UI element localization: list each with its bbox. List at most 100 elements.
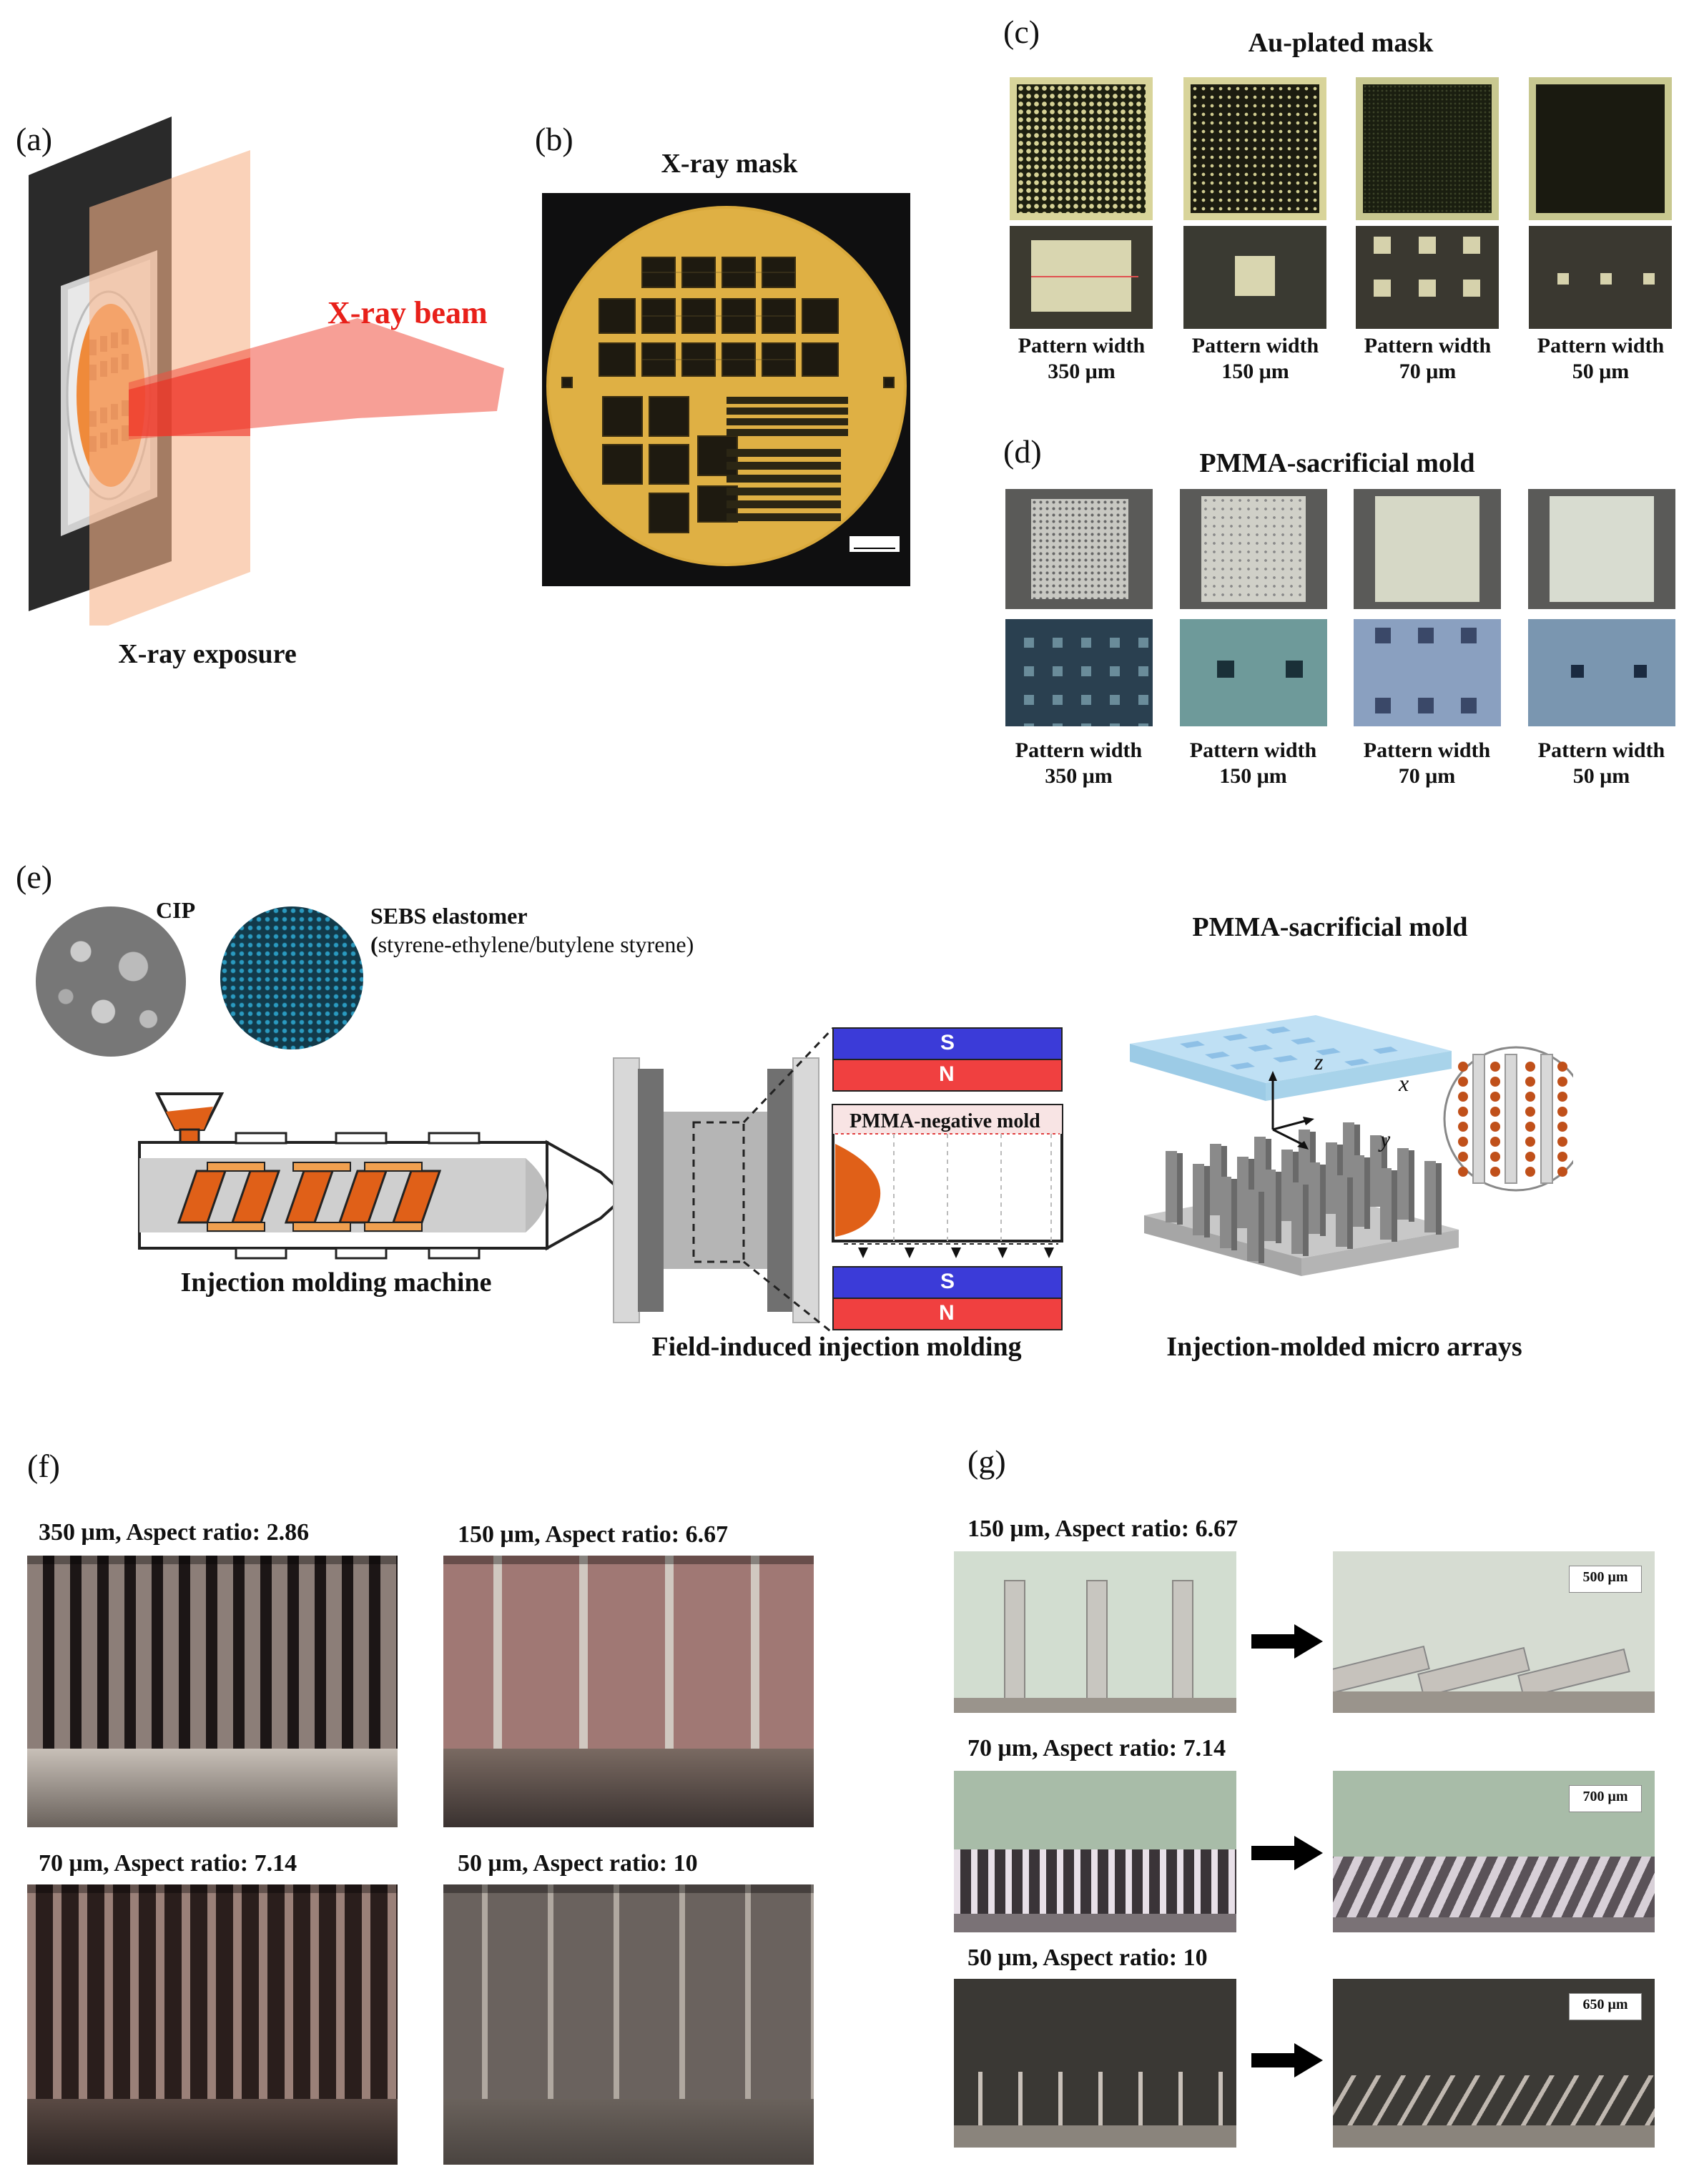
micro-pillar (1309, 1162, 1320, 1234)
cip-bead (1557, 1092, 1567, 1102)
cip-bead (1458, 1062, 1468, 1072)
micro-pillar-side (1436, 1163, 1442, 1235)
au-mask-detail-50 (1529, 226, 1672, 329)
au-mask-detail-70 (1356, 226, 1499, 329)
panel-b-label: (b) (535, 121, 573, 157)
cip-bead (1557, 1167, 1567, 1177)
cip-bead (1458, 1107, 1468, 1117)
cip-bead (1458, 1167, 1468, 1177)
panel-d-label: (d) (1003, 433, 1042, 470)
xray-mask-title: X-ray mask (661, 149, 798, 179)
field-induced-caption: Field-induced injection molding (651, 1332, 1022, 1362)
panel-f-label: (f) (27, 1448, 60, 1484)
cip-bead (1557, 1137, 1567, 1147)
cip-bead (1458, 1077, 1468, 1087)
f-photo-150 (443, 1556, 814, 1827)
cip-label: CIP (156, 897, 196, 923)
cip-bead (1525, 1137, 1535, 1147)
g-scale-70: 700 μm (1569, 1785, 1642, 1812)
cip-bead (1458, 1122, 1468, 1132)
micro-pillar (1237, 1157, 1249, 1228)
micro-arrays-caption: Injection-molded micro arrays (1166, 1332, 1522, 1362)
micro-pillar (1166, 1151, 1177, 1222)
cip-bead (1490, 1167, 1500, 1177)
g-before-70 (954, 1771, 1236, 1932)
micro-pillar (1220, 1177, 1231, 1248)
micro-pillar-side (1320, 1165, 1326, 1236)
pmma-detail-150 (1180, 619, 1327, 726)
g-scale-50: 650 μm (1569, 1993, 1642, 2020)
cip-bead (1458, 1137, 1468, 1147)
injection-machine-caption: Injection molding machine (180, 1268, 492, 1298)
cip-bead (1525, 1077, 1535, 1087)
panel-g-label: (g) (967, 1443, 1006, 1480)
pmma-overview-350 (1005, 489, 1153, 609)
panel-a-label: (a) (16, 121, 53, 157)
pmma-overview-50 (1528, 489, 1675, 609)
pmma-detail-350 (1005, 619, 1153, 726)
micro-pillar (1281, 1150, 1293, 1221)
micro-pillar (1336, 1175, 1347, 1247)
cip-bead (1490, 1137, 1500, 1147)
cip-bead (1458, 1152, 1468, 1162)
au-mask-detail-350 (1010, 226, 1153, 329)
cip-bead (1525, 1122, 1535, 1132)
cip-micrograph (36, 906, 186, 1057)
au-mask-detail-150 (1183, 226, 1326, 329)
micro-pillar-side (1177, 1153, 1183, 1225)
arrow-right-icon (1251, 2043, 1323, 2077)
micro-pillar (1291, 1182, 1303, 1254)
cip-bead (1458, 1092, 1468, 1102)
pmma-sacrificial-mold-title: PMMA-sacrificial mold (1199, 448, 1475, 478)
micro-pillar-side (1347, 1177, 1353, 1249)
micro-pillar (1210, 1144, 1221, 1215)
au-mask-overview-50 (1529, 77, 1672, 220)
cip-bead (1557, 1077, 1567, 1087)
injection-process-diagram (138, 1015, 1573, 1335)
micro-pillar (1353, 1155, 1364, 1227)
micro-pillar (1247, 1190, 1259, 1261)
cip-bead (1525, 1167, 1535, 1177)
micro-pillar (1193, 1164, 1204, 1235)
sebs-label: SEBS elastomer (370, 903, 528, 929)
f-caption-350: 350 μm, Aspect ratio: 2.86 (39, 1519, 310, 1546)
cip-bead (1490, 1077, 1500, 1087)
f-photo-70 (27, 1884, 398, 2165)
sebs-full-label: (styrene-ethylene/butylene styrene) (370, 932, 694, 957)
micro-pillar-side (1259, 1192, 1264, 1263)
xray-exposure-caption: X-ray exposure (118, 639, 297, 669)
pmma-overview-70 (1354, 489, 1501, 609)
pmma-mold-label-e: PMMA-sacrificial mold (1192, 912, 1468, 942)
cip-bead (1490, 1107, 1500, 1117)
g-caption-50: 50 μm, Aspect ratio: 10 (967, 1945, 1208, 1971)
cip-bead (1490, 1062, 1500, 1072)
xray-beam-label: X-ray beam (328, 295, 488, 330)
negative-mold-label: PMMA-negative mold (850, 1110, 1040, 1132)
g-scale-150: 500 μm (1569, 1566, 1642, 1593)
micro-pillar (1424, 1161, 1436, 1232)
magnet-top-s: S (940, 1031, 955, 1054)
f-photo-350 (27, 1556, 398, 1827)
cip-bead (1490, 1152, 1500, 1162)
micro-pillar (1264, 1170, 1276, 1241)
arrow-right-icon (1251, 1624, 1323, 1659)
micro-pillar-side (1364, 1157, 1370, 1229)
g-after-150: 500 μm (1333, 1551, 1655, 1713)
au-plated-mask-title: Au-plated mask (1248, 28, 1434, 58)
pmma-detail-70 (1354, 619, 1501, 726)
cip-bead (1525, 1092, 1535, 1102)
g-caption-70: 70 μm, Aspect ratio: 7.14 (967, 1735, 1226, 1761)
au-mask-overview-350 (1010, 77, 1153, 220)
micro-pillar-side (1303, 1185, 1309, 1256)
micro-pillar-side (1276, 1172, 1281, 1243)
micro-pillar (1370, 1135, 1382, 1207)
g-after-70: 700 μm (1333, 1771, 1655, 1932)
cip-bead (1525, 1062, 1535, 1072)
cip-bead (1557, 1152, 1567, 1162)
cip-bead (1557, 1107, 1567, 1117)
